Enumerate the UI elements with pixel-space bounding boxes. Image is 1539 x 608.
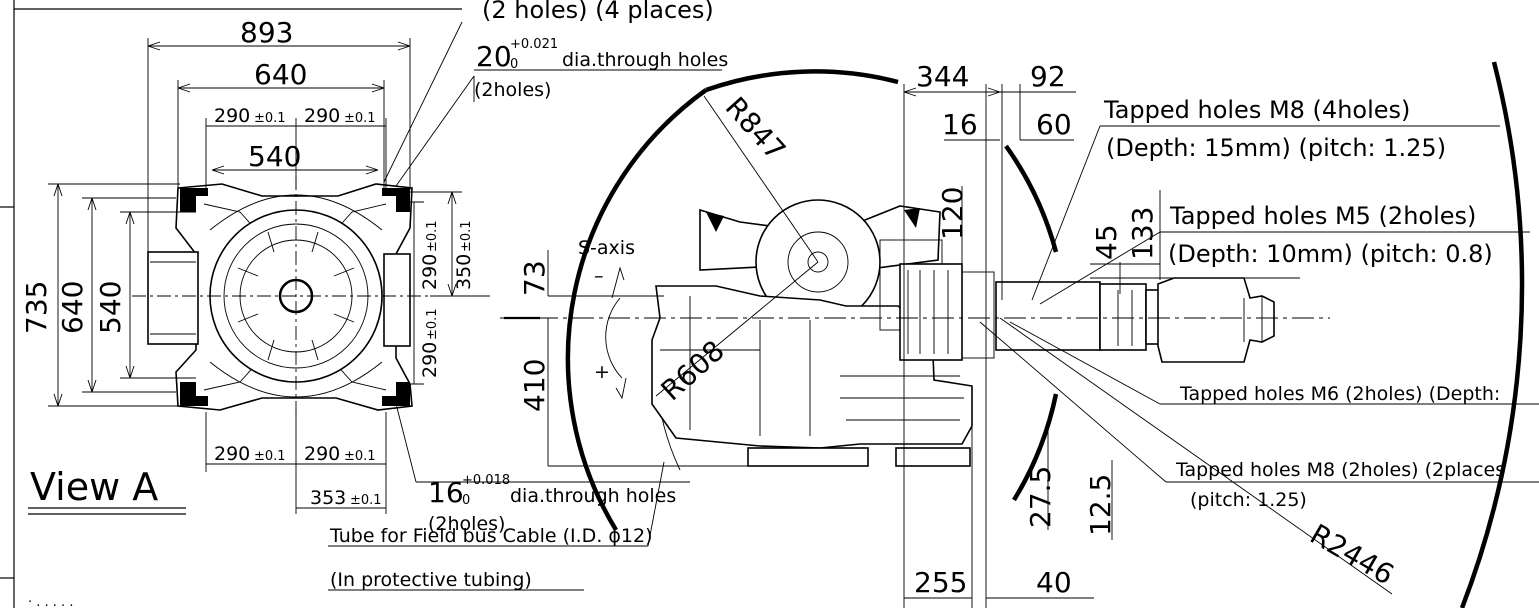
dim-290-top-left-tol: ±0.1 <box>254 111 286 126</box>
dim-290-bottom-right: 290 <box>304 443 340 465</box>
dim-255: 255 <box>914 566 967 599</box>
m6-note: Tapped holes M6 (2holes) (Depth: <box>1179 383 1500 405</box>
hole20-lower-tol: 0 <box>510 57 518 72</box>
dim-290-top-left: 290 <box>214 105 250 127</box>
hole16-upper-tol: +0.018 <box>462 473 510 488</box>
hole20-upper-tol: +0.021 <box>510 37 558 52</box>
footer-partial-text: · . . . . . <box>28 595 73 608</box>
hole16-count: (2holes) <box>428 513 505 535</box>
dim-290-right-upper: 290 <box>419 254 441 290</box>
hole16-text: dia.through holes <box>510 485 676 507</box>
dim-290-right-lower: 290 <box>419 342 441 378</box>
dim-290-bottom-left-tol: ±0.1 <box>254 449 286 464</box>
hole16-lower-tol: 0 <box>462 493 470 508</box>
hole20-count: (2holes) <box>474 79 551 101</box>
radius-r847: R847 <box>719 91 792 167</box>
dim-290-top-right-tol: ±0.1 <box>344 111 376 126</box>
dim-120: 120 <box>936 187 969 240</box>
dim-350: 350 <box>453 254 475 290</box>
s-axis-minus: – <box>594 265 604 287</box>
dim-410: 410 <box>518 359 551 412</box>
dim-344: 344 <box>916 60 969 93</box>
dim-290-right-lower-tol: ±0.1 <box>425 308 440 340</box>
dim-290-right-upper-tol: ±0.1 <box>425 220 440 252</box>
dim-45: 45 <box>1090 224 1123 260</box>
drawing-frame <box>0 0 462 608</box>
dim-290-top-right: 290 <box>304 105 340 127</box>
dim-893: 893 <box>240 16 293 49</box>
view-a-base <box>132 176 430 416</box>
dim-16: 16 <box>942 108 978 141</box>
m5-note-line2: (Depth: 10mm) (pitch: 0.8) <box>1168 240 1493 268</box>
dim-540-horizontal: 540 <box>248 140 301 173</box>
view-a-dimensions <box>28 21 722 591</box>
s-axis-label: S-axis <box>578 237 635 259</box>
dim-353: 353 <box>310 487 346 509</box>
m5-note-line1: Tapped holes M5 (2holes) <box>1169 202 1476 230</box>
hole20-text: dia.through holes <box>562 49 728 71</box>
m8-2holes-note-line2: (pitch: 1.25) <box>1190 489 1307 511</box>
view-a-labels: (2 holes) (4 places) 893 640 290 ±0.1 29… <box>20 0 728 608</box>
m8-4holes-note-line2: (Depth: 15mm) (pitch: 1.25) <box>1106 134 1446 162</box>
s-axis-plus: + <box>594 361 610 383</box>
m8-4holes-note-line1: Tapped holes M8 (4holes) <box>1103 96 1410 124</box>
dim-40: 40 <box>1036 566 1072 599</box>
hole20-value: 20 <box>476 40 512 73</box>
dim-133: 133 <box>1126 207 1159 260</box>
m8-2holes-note-line1: Tapped holes M8 (2holes) (2places <box>1175 459 1505 481</box>
dim-735: 735 <box>20 281 53 334</box>
dim-640-vertical: 640 <box>56 281 89 334</box>
dim-12-5: 12.5 <box>1084 474 1117 536</box>
dim-290-bottom-right-tol: ±0.1 <box>344 449 376 464</box>
dim-60: 60 <box>1036 108 1072 141</box>
tube-note-line2: (In protective tubing) <box>330 569 532 591</box>
dim-27-5: 27.5 <box>1024 466 1057 528</box>
dim-640-horizontal: 640 <box>254 58 307 91</box>
hole16-value: 16 <box>428 476 464 509</box>
dim-540-vertical: 540 <box>94 281 127 334</box>
dim-290-bottom-left: 290 <box>214 443 250 465</box>
dim-73: 73 <box>518 260 551 296</box>
holes-4places-note: (2 holes) (4 places) <box>482 0 714 24</box>
dim-353-tol: ±0.1 <box>350 493 382 508</box>
dim-92: 92 <box>1030 60 1066 93</box>
main-view-dimensions <box>547 87 1539 599</box>
view-a-label: View A <box>30 465 158 509</box>
radius-r2446: R2446 <box>1305 517 1400 591</box>
dim-350-tol: ±0.1 <box>459 220 474 252</box>
tube-note-line1: Tube for Field bus Cable (I.D. ϕ12) <box>329 525 653 547</box>
